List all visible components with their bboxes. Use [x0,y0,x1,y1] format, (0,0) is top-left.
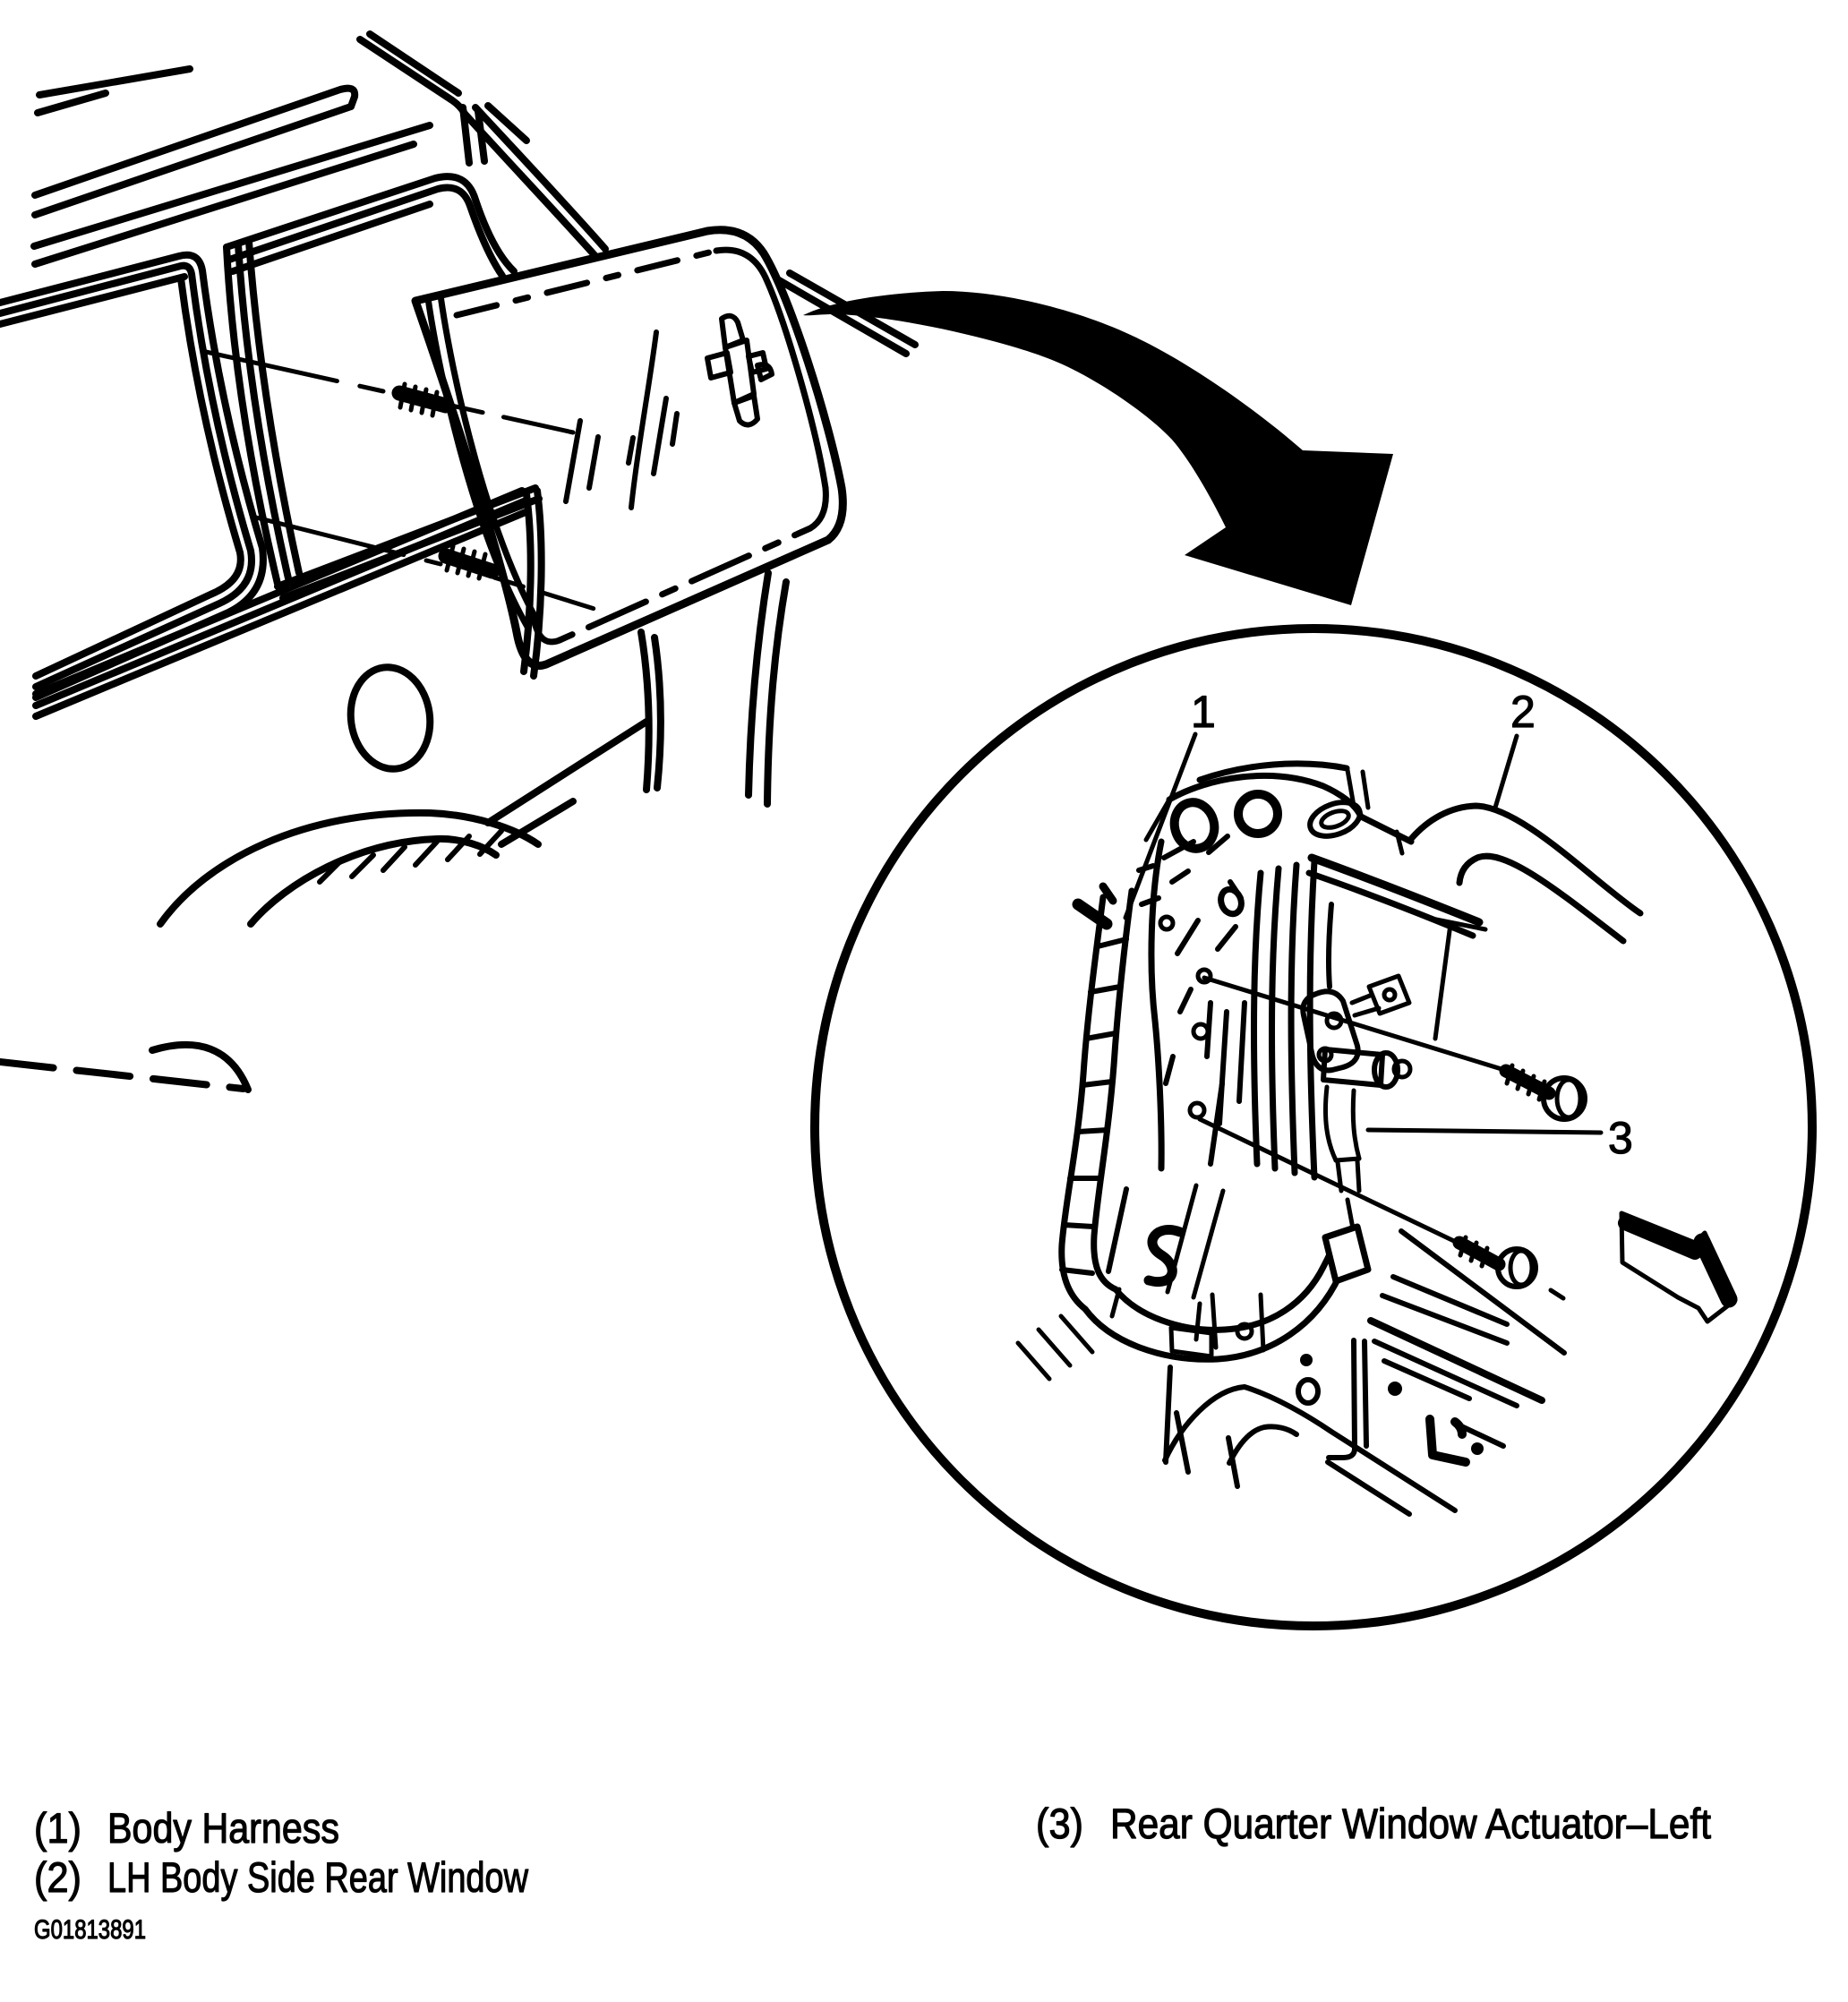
svg-text:1: 1 [1191,687,1216,737]
svg-text:G01813891: G01813891 [34,1915,146,1945]
svg-text:Rear Quarter Window Actuator–L: Rear Quarter Window Actuator–Left [1110,1800,1711,1847]
svg-text:Body Harness: Body Harness [107,1804,339,1852]
svg-text:LH Body Side Rear Window: LH Body Side Rear Window [107,1853,529,1901]
svg-text:2: 2 [1510,687,1536,737]
svg-text:(2): (2) [34,1853,81,1901]
svg-text:(1): (1) [34,1804,81,1852]
svg-text:(3): (3) [1036,1800,1083,1847]
svg-text:3: 3 [1608,1113,1633,1163]
